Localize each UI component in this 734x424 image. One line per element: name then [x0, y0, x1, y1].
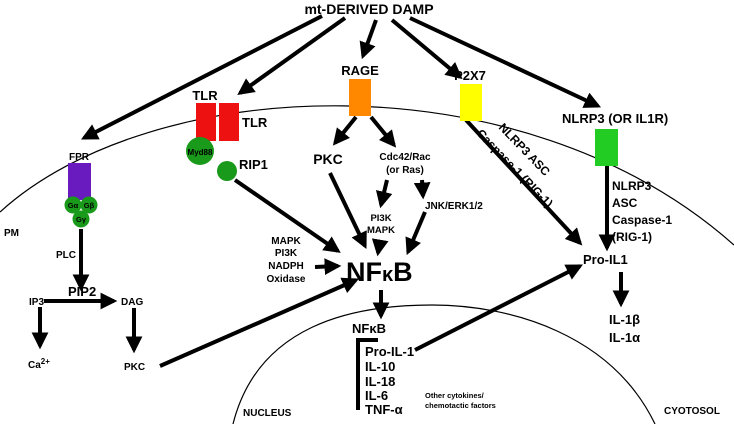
mapk-list-3: NADPH	[268, 261, 304, 272]
pi3k-label: PI3K	[370, 213, 391, 224]
mapk-list-2: PI3K	[275, 248, 298, 259]
inflammasome-1: NLRP3	[612, 179, 652, 193]
nfkb-b: B	[393, 257, 413, 287]
il1a-label: IL-1α	[609, 330, 640, 345]
nfkb-kappa: κ	[382, 264, 394, 286]
other-cytokines-line2: chemotactic factors	[425, 401, 496, 410]
plasma-membrane	[0, 105, 734, 246]
cytokine-3: IL-18	[365, 374, 395, 389]
cytokine-2: IL-10	[365, 359, 395, 374]
arrow-damp-to-p2x7	[390, 18, 463, 80]
ca-base: Ca	[28, 360, 41, 371]
g-beta-circle	[80, 196, 98, 214]
rage-receptor	[349, 79, 371, 116]
nlrp3-receptor	[595, 129, 618, 166]
arrow-pkc-to-nfkb	[328, 172, 367, 250]
other-cytokines-line1: Other cytokines/	[425, 391, 485, 400]
pkc-bottom-label: PKC	[124, 362, 145, 373]
nuclear-membrane	[232, 304, 656, 424]
g-beta-label: Gβ	[84, 201, 95, 210]
plc-label: PLC	[56, 250, 76, 261]
arrow-cdc42-to-pi3k	[375, 179, 393, 209]
rip1-circle	[217, 161, 237, 181]
nlrp3-receptor-label: NLRP3 (OR IL1R)	[562, 111, 668, 126]
cytokine-4: IL-6	[365, 388, 388, 403]
inflammasome-4: (RIG-1)	[612, 230, 652, 244]
mapk-list-1: MAPK	[271, 236, 301, 247]
cytokine-1: Pro-IL-1	[365, 344, 414, 359]
cdc42-label-line2: (or Ras)	[386, 165, 424, 176]
nucleus-bracket	[356, 338, 378, 410]
mapk-label: MAPK	[367, 225, 395, 236]
arrow-jnk-to-nfkb	[405, 211, 427, 256]
tlr-right-label: TLR	[242, 115, 268, 130]
myd88-label: Myd88	[188, 148, 213, 157]
cytosol-label: CYOTOSOL	[664, 406, 720, 417]
jnk-label: JNK/ERK1/2	[425, 201, 483, 212]
nfkb-nucleus-label: NFκB	[352, 321, 386, 336]
p2x7-receptor	[460, 84, 482, 121]
myd88-circle	[186, 137, 214, 165]
tlr-left-receptor	[196, 103, 216, 141]
mapk-list-4: Oxidase	[267, 274, 306, 285]
inflammasome-3: Caspase-1	[612, 213, 672, 227]
ca-superscript: 2+	[41, 357, 50, 366]
arrow-damp-to-fpr	[81, 14, 323, 140]
nfkb-main-label: NFκB	[346, 257, 413, 287]
arrow-damp-to-tlr	[237, 16, 347, 95]
cdc42-label-line1: Cdc42/Rac	[379, 152, 431, 163]
tlr-left-label: TLR	[192, 88, 218, 103]
arrow-rip1-to-nfkb	[233, 178, 341, 253]
il1b-label: IL-1β	[609, 312, 640, 327]
fpr-receptor	[68, 163, 91, 200]
nfkb-nf: NF	[346, 257, 382, 287]
fpr-label: FPR	[69, 152, 90, 163]
arrow-damp-to-rage	[359, 19, 378, 60]
rage-label: RAGE	[341, 63, 379, 78]
damp-title: mt-DERIVED DAMP	[304, 1, 433, 17]
arrow-pi3k-to-nfkb	[371, 238, 389, 257]
g-gamma-circle	[72, 210, 90, 228]
rip1-label: RIP1	[239, 157, 268, 172]
g-alpha-label: Gα	[68, 201, 79, 210]
ip3-label: IP3	[29, 297, 44, 308]
cytokine-5: TNF-α	[365, 402, 403, 417]
dag-label: DAG	[121, 297, 143, 308]
arrow-mapk-to-nfkb	[314, 258, 342, 275]
nucleus-label: NUCLEUS	[243, 408, 292, 419]
pm-label: PM	[4, 228, 19, 239]
arrow-damp-to-nlrp3	[409, 16, 602, 108]
pro-il1-label: Pro-IL1	[583, 252, 628, 267]
arrow-pkc-to-nfkb-long	[159, 277, 360, 368]
arrow-rage-to-cdc42	[369, 115, 397, 148]
ca-label: Ca2+	[28, 357, 50, 371]
arrow-rage-to-pkc	[332, 115, 358, 146]
inflammasome-2: ASC	[612, 196, 638, 210]
arrow-cdc42-to-jnk	[413, 179, 431, 200]
pkc-top-label: PKC	[313, 151, 343, 167]
g-gamma-label: Gγ	[76, 215, 87, 224]
arrow-nucleus-to-proil1	[414, 264, 583, 352]
arrow-p2x7-to-proil1	[464, 118, 583, 246]
tlr-right-receptor	[219, 103, 239, 141]
g-alpha-circle	[64, 196, 82, 214]
pip2-label: PIP2	[68, 284, 96, 299]
p2x7-label: P2X7	[454, 68, 486, 83]
